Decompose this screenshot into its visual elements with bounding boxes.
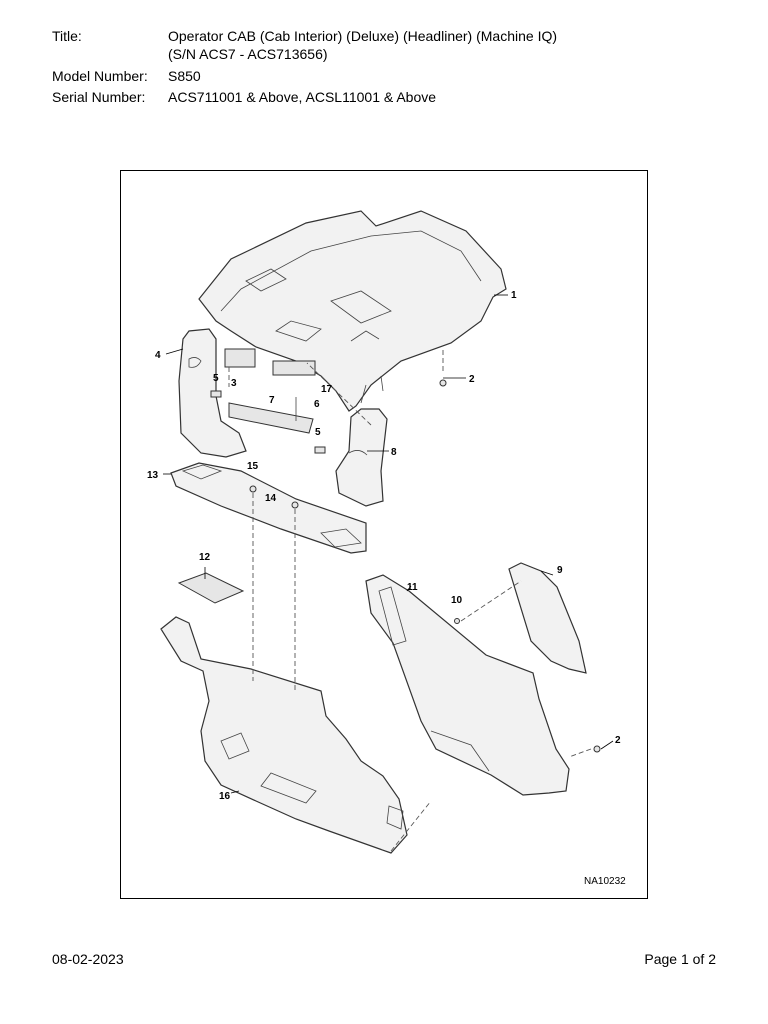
callout-6: 6 bbox=[314, 399, 320, 410]
title-label: Title: bbox=[52, 28, 82, 44]
title-value-line2: (S/N ACS7 - ACS713656) bbox=[168, 46, 328, 62]
console-bar bbox=[228, 402, 314, 434]
model-value: S850 bbox=[168, 68, 201, 84]
callout-16: 16 bbox=[219, 791, 231, 802]
callout-9: 9 bbox=[557, 565, 563, 576]
callout-5-right: 5 bbox=[315, 427, 321, 438]
pad-12 bbox=[177, 572, 245, 604]
callout-10: 10 bbox=[451, 595, 463, 606]
serial-label: Serial Number: bbox=[52, 89, 146, 105]
callout-3: 3 bbox=[231, 378, 237, 389]
callout-1: 1 bbox=[511, 290, 517, 301]
headliner-part bbox=[198, 210, 507, 412]
serial-value: ACS711001 & Above, ACSL11001 & Above bbox=[168, 89, 437, 105]
callout-14: 14 bbox=[265, 493, 277, 504]
callout-15: 15 bbox=[247, 461, 259, 472]
switch-panel-3 bbox=[224, 348, 256, 368]
footer-date: 08-02-2023 bbox=[52, 951, 124, 967]
rear-panel-9 bbox=[508, 562, 587, 674]
callout-12: 12 bbox=[199, 552, 211, 563]
title-value-line1: Operator CAB (Cab Interior) (Deluxe) (He… bbox=[168, 28, 558, 44]
callout-17: 17 bbox=[321, 384, 333, 395]
callout-13: 13 bbox=[147, 470, 159, 481]
switch-panel-17 bbox=[272, 360, 316, 376]
callout-2-bottom: 2 bbox=[615, 735, 621, 746]
fastener-2-top bbox=[439, 379, 447, 387]
clip-right bbox=[314, 446, 326, 454]
figure-id: NA10232 bbox=[584, 876, 626, 887]
clip-left bbox=[210, 390, 222, 398]
fastener-15 bbox=[249, 485, 257, 493]
callout-5-left: 5 bbox=[213, 373, 219, 384]
side-panel-11 bbox=[365, 574, 570, 796]
fastener-2-bottom bbox=[593, 745, 601, 753]
callout-7: 7 bbox=[269, 395, 275, 406]
callout-4: 4 bbox=[155, 350, 161, 361]
callout-2-top: 2 bbox=[469, 374, 475, 385]
floor-plate bbox=[170, 462, 367, 554]
floor-panel-16 bbox=[160, 616, 408, 854]
model-label: Model Number: bbox=[52, 68, 148, 84]
fastener-10 bbox=[454, 618, 460, 624]
exploded-view-drawing: 1 2 3 4 5 5 6 7 8 9 10 11 12 13 14 15 16… bbox=[147, 210, 626, 887]
fastener-14 bbox=[291, 501, 299, 509]
callout-11: 11 bbox=[407, 582, 418, 593]
footer-page-number: Page 1 of 2 bbox=[644, 951, 716, 967]
callout-8: 8 bbox=[391, 447, 397, 458]
right-post-trim bbox=[335, 408, 388, 507]
parts-diagram: 1 2 3 4 5 5 6 7 8 9 10 11 12 13 14 15 16… bbox=[120, 170, 648, 899]
